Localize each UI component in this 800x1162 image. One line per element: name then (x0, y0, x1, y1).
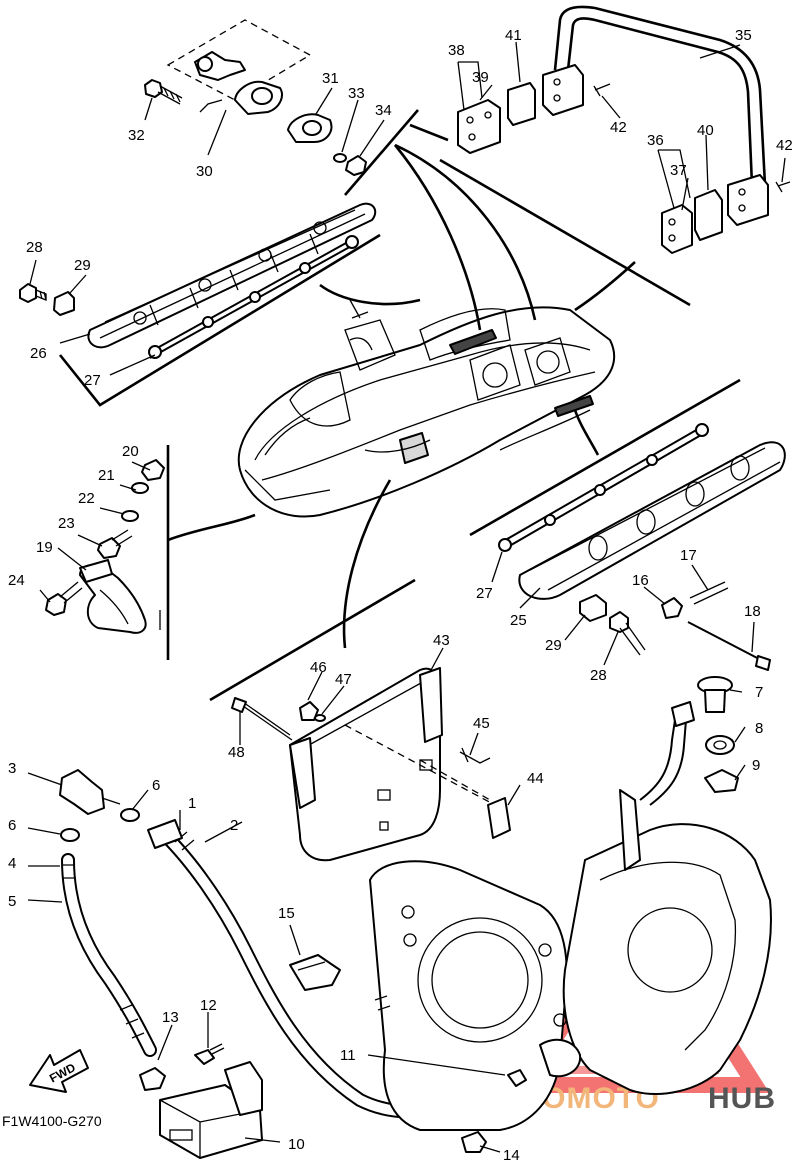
clip-part (289, 954, 341, 991)
callout-17: 17 (680, 547, 697, 564)
callout-28a: 28 (26, 239, 43, 256)
left-side-rail (19, 202, 377, 359)
callout-33: 33 (348, 85, 365, 102)
callout-35: 35 (735, 27, 752, 44)
callout-48: 48 (228, 744, 245, 761)
watercraft-hull (237, 299, 615, 518)
callout-26: 26 (30, 345, 47, 362)
watermark-text-2: HUB (708, 1082, 776, 1115)
callout-10: 10 (288, 1136, 305, 1153)
callout-13: 13 (162, 1009, 179, 1026)
callout-38: 38 (448, 42, 465, 59)
callout-37: 37 (670, 162, 687, 179)
callout-47: 47 (335, 671, 352, 688)
callout-11: 11 (340, 1047, 356, 1064)
callout-9: 9 (752, 757, 760, 774)
callout-43: 43 (433, 632, 450, 649)
callout-18: 18 (744, 603, 761, 620)
latch-knob-assembly (144, 19, 367, 176)
callout-46: 46 (310, 659, 327, 676)
callout-40: 40 (697, 122, 714, 139)
callout-3: 3 (8, 760, 16, 777)
control-unit-box (159, 1043, 263, 1159)
callout-29b: 29 (545, 637, 562, 654)
callout-45: 45 (473, 715, 490, 732)
callout-21: 21 (98, 467, 115, 484)
callout-1: 1 (188, 795, 196, 812)
callout-27b: 27 (476, 585, 493, 602)
callout-25: 25 (510, 612, 527, 629)
handle-grip-assembly (409, 5, 791, 254)
callout-7: 7 (755, 684, 763, 701)
callout-8: 8 (755, 720, 763, 737)
callout-23: 23 (58, 515, 75, 532)
callout-32: 32 (128, 127, 145, 144)
callout-44: 44 (527, 770, 544, 787)
engine-cover-panel (231, 667, 511, 862)
callout-6b: 6 (152, 777, 160, 794)
callout-27a: 27 (84, 372, 101, 389)
callout-31: 31 (322, 70, 339, 87)
leader-lines (58, 109, 741, 702)
callout-42a: 42 (610, 119, 627, 136)
callout-14: 14 (503, 1147, 520, 1162)
callout-34: 34 (375, 102, 392, 119)
callout-4: 4 (8, 855, 16, 872)
callout-6a: 6 (8, 817, 16, 834)
callout-16: 16 (632, 572, 649, 589)
right-side-rail (498, 423, 786, 671)
callout-36: 36 (647, 132, 664, 149)
callout-15: 15 (278, 905, 295, 922)
callout-numbers: 1 2 3 4 5 6 6 7 8 9 10 11 12 13 14 15 16… (8, 27, 793, 1162)
jet-pump-housing (369, 701, 772, 1153)
diagram-code: F1W4100-G270 (2, 1113, 102, 1129)
callout-leaders (27, 41, 786, 1153)
callout-30: 30 (196, 163, 213, 180)
callout-24: 24 (8, 572, 25, 589)
callout-39: 39 (472, 69, 489, 86)
callout-28b: 28 (590, 667, 607, 684)
fwd-arrow: FWD (29, 1049, 89, 1093)
callout-12: 12 (200, 997, 217, 1014)
callout-5: 5 (8, 893, 16, 910)
front-handle-assembly (45, 459, 165, 634)
callout-22: 22 (78, 490, 95, 507)
callout-41: 41 (505, 27, 522, 44)
callout-19: 19 (36, 539, 53, 556)
callout-20: 20 (122, 443, 139, 460)
callout-29a: 29 (74, 257, 91, 274)
callout-2: 2 (230, 817, 238, 834)
nozzle-fittings (697, 676, 739, 793)
callout-42b: 42 (776, 137, 793, 154)
